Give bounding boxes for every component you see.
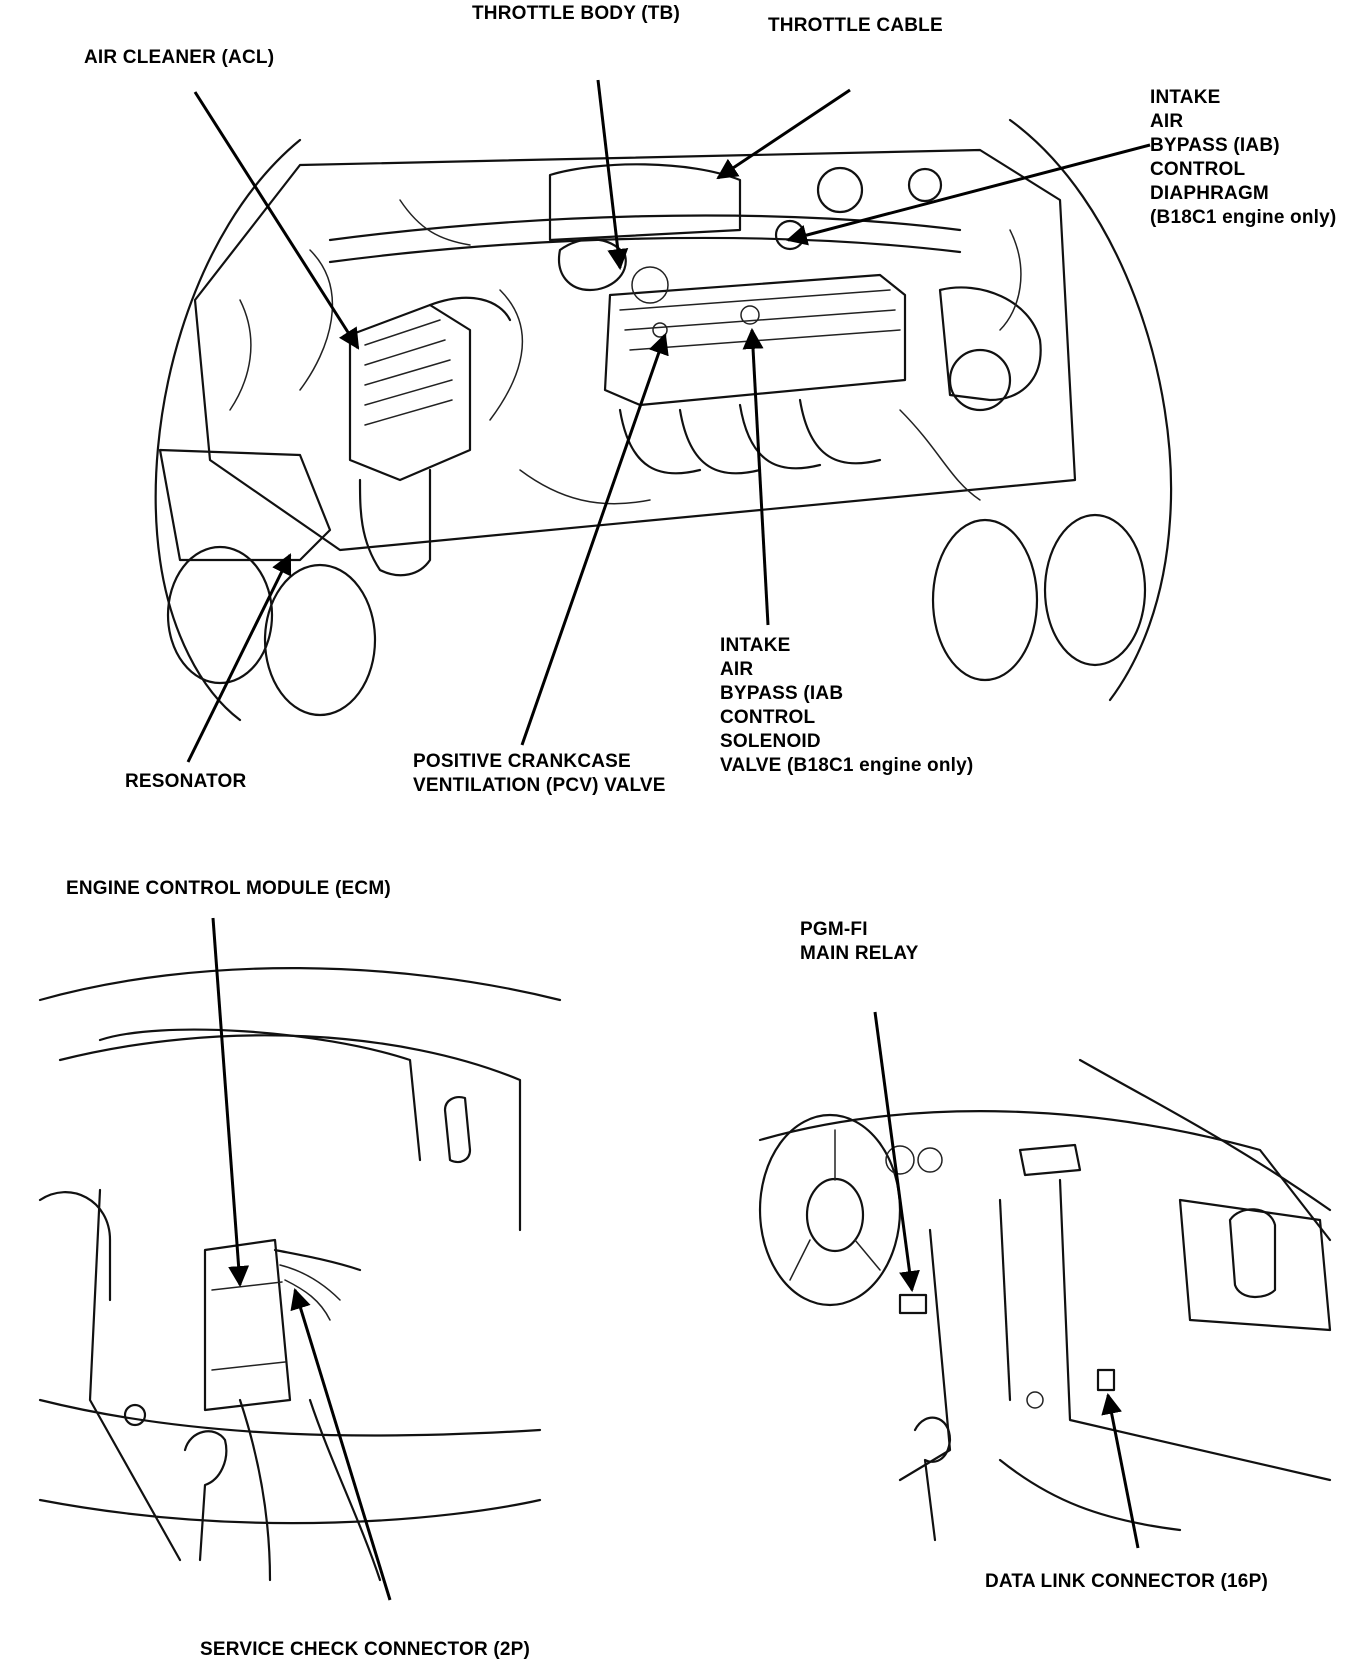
label-throttle-body: THROTTLE BODY (TB) — [472, 3, 681, 24]
leader-iab-solenoid — [742, 327, 770, 626]
leader-ecm — [211, 917, 250, 1288]
label-iab-diaphragm: INTAKE AIR BYPASS (IAB) CONTROL DIAPHRAG… — [1150, 87, 1337, 228]
label-pcv-valve: POSITIVE CRANKCASE VENTILATION (PCV) VAL… — [413, 751, 666, 796]
leader-iab-diaphragm — [785, 143, 1151, 246]
label-air-cleaner: AIR CLEANER (ACL) — [84, 47, 275, 68]
label-iab-solenoid: INTAKE AIR BYPASS (IAB CONTROL SOLENOID … — [720, 635, 974, 776]
label-throttle-cable: THROTTLE CABLE — [768, 15, 943, 36]
leader-service-check — [290, 1287, 392, 1601]
label-ecm: ENGINE CONTROL MODULE (ECM) — [66, 878, 391, 899]
leader-pcv-valve — [520, 333, 669, 746]
leader-throttle-cable — [716, 88, 851, 180]
label-service-check: SERVICE CHECK CONNECTOR (2P) — [200, 1639, 531, 1660]
label-pgm-fi-relay: PGM-FI MAIN RELAY — [800, 919, 919, 964]
label-data-link: DATA LINK CONNECTOR (16P) — [985, 1571, 1268, 1592]
dashboard-left-icon — [38, 967, 562, 1582]
dashboard-right-icon — [758, 1058, 1332, 1542]
label-resonator: RESONATOR — [125, 771, 247, 792]
leader-data-link — [1101, 1392, 1140, 1549]
leader-throttle-body — [596, 79, 629, 271]
leader-resonator — [186, 553, 292, 763]
engine-bay-icon — [154, 118, 1173, 722]
leader-pgm-fi-relay — [873, 1011, 920, 1293]
leader-air-cleaner — [193, 91, 360, 350]
leader-lines — [186, 79, 1151, 1601]
